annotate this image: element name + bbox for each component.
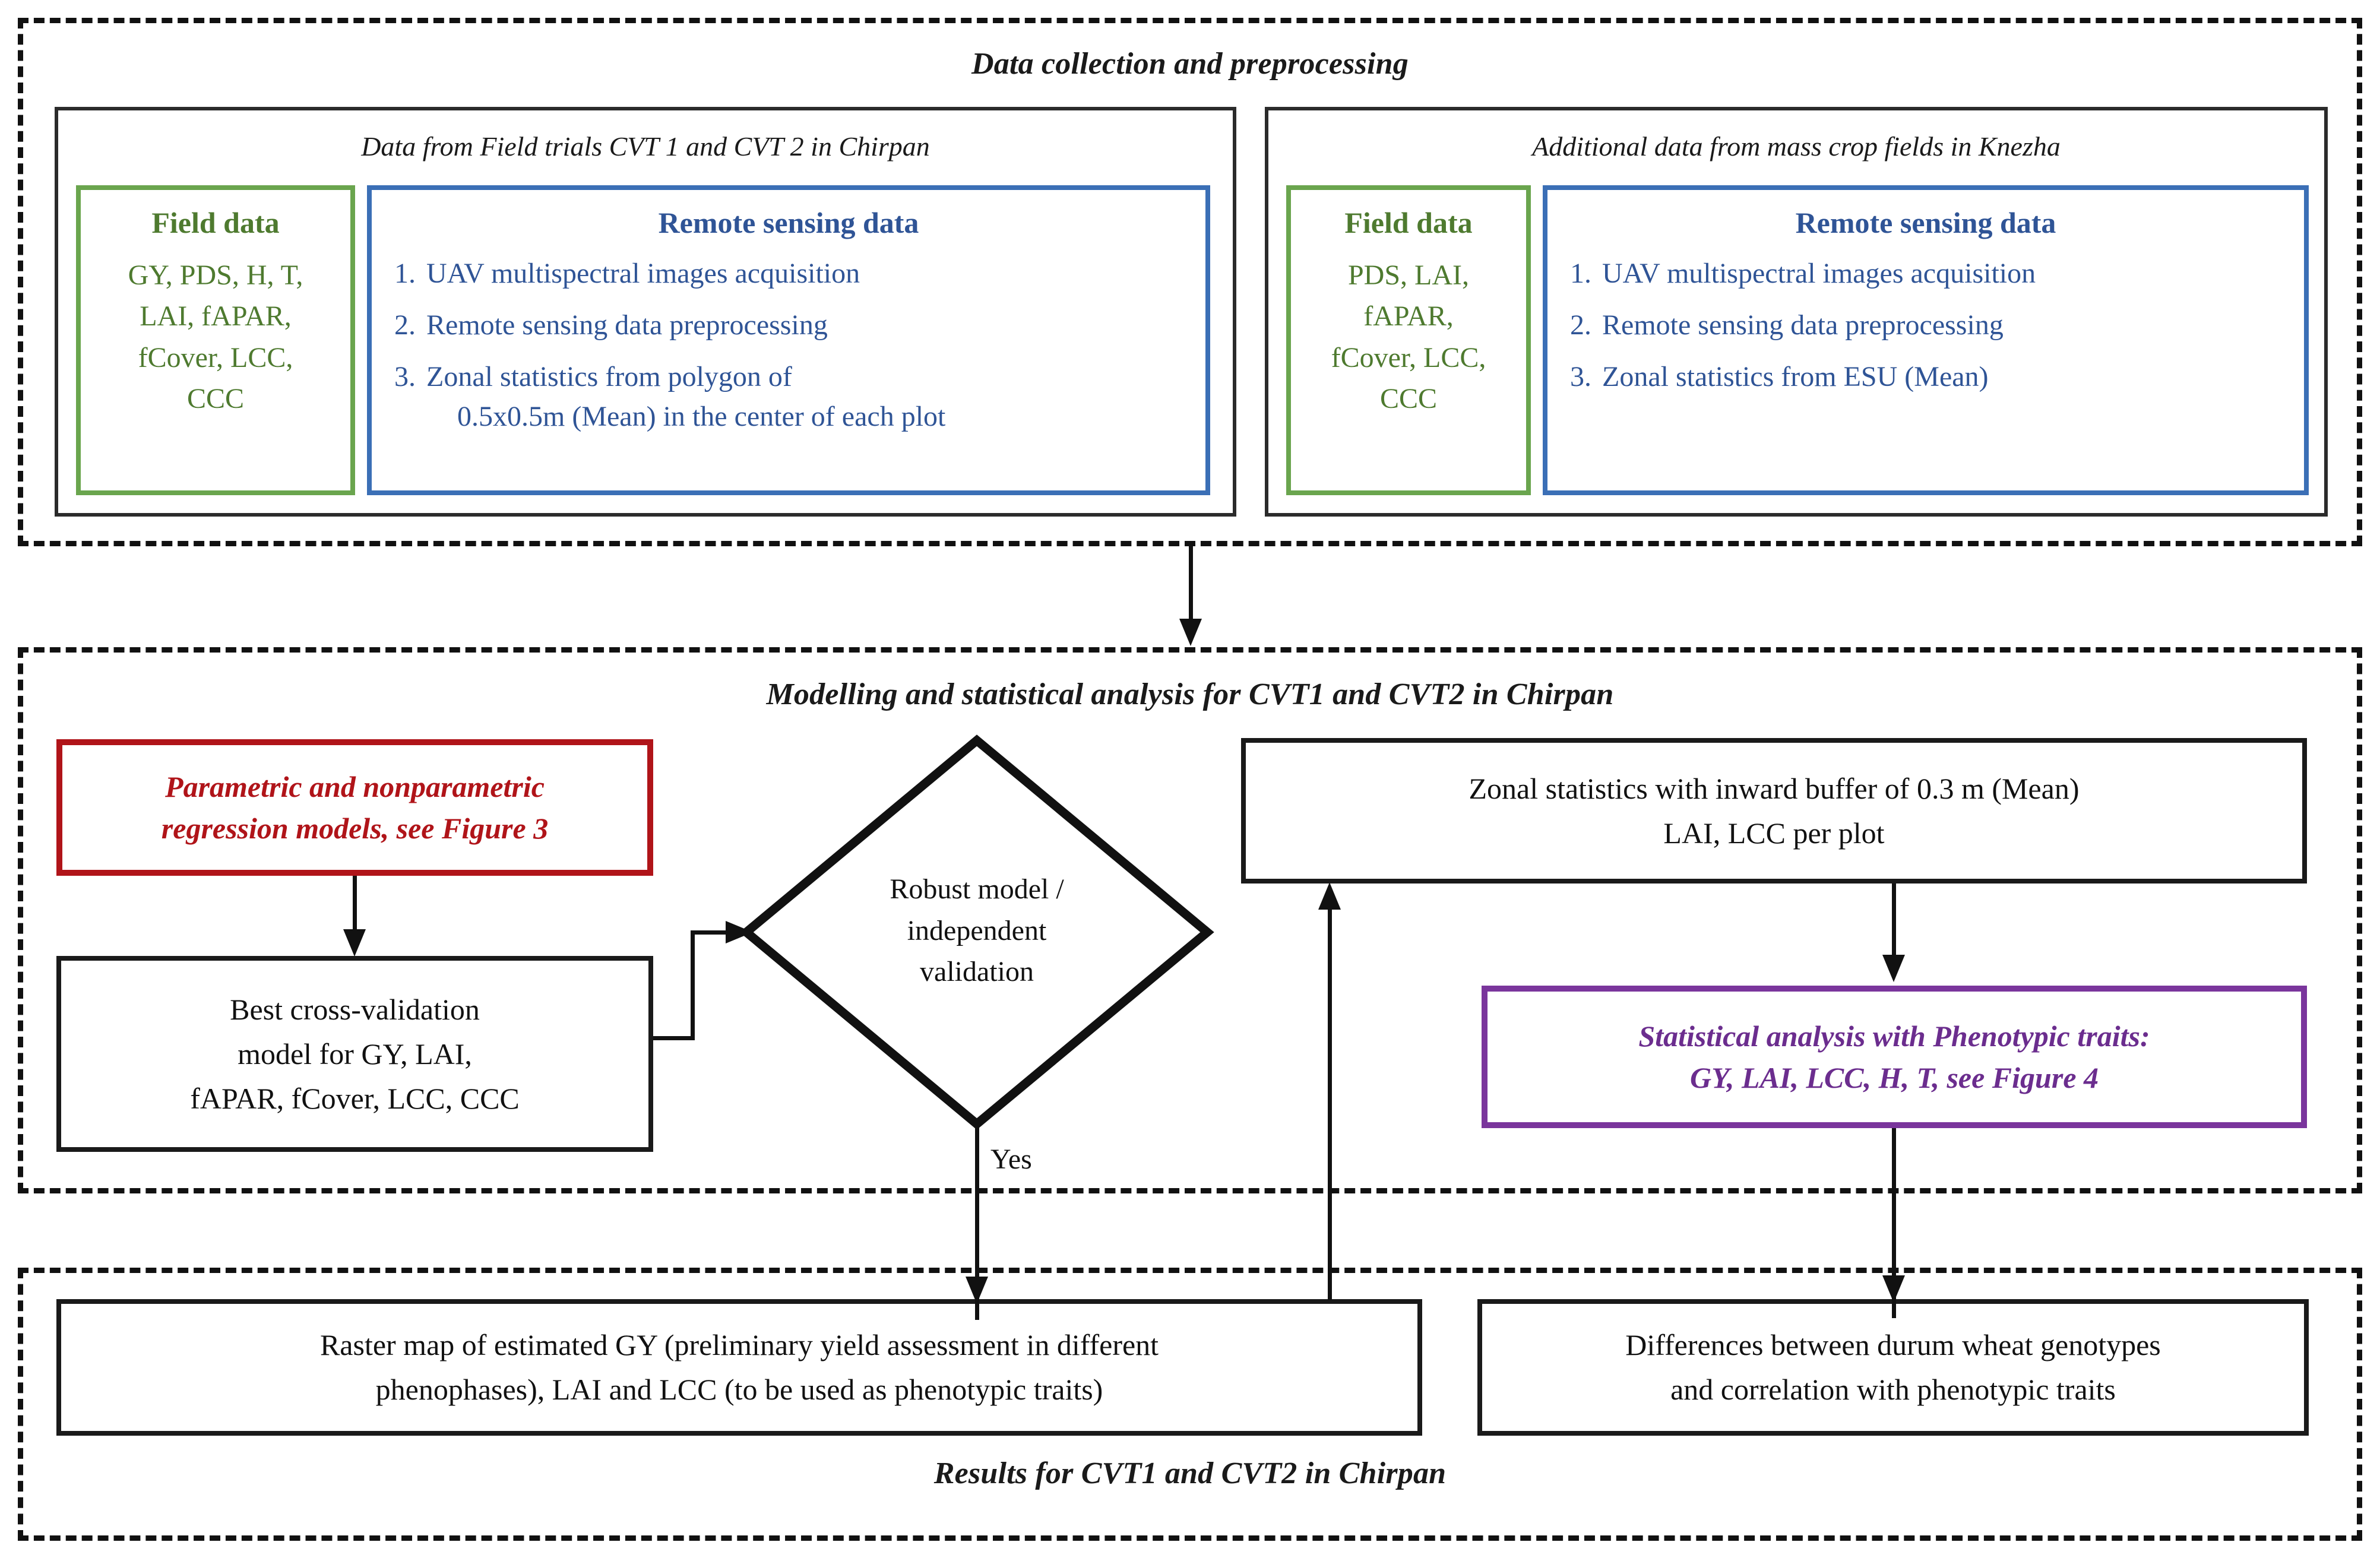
connector-best-model-elbow-h1: [653, 1036, 695, 1040]
list-item: 2.Remote sensing data preprocessing: [394, 309, 828, 341]
edge-label-yes: Yes: [990, 1144, 1032, 1175]
arrowhead-statistical-to-differences: [1882, 1275, 1905, 1303]
chirpan-remote-sensing-list: 1.UAV multispectral images acquisition 2…: [388, 252, 1189, 438]
chirpan-remote-sensing-heading: Remote sensing data: [658, 206, 919, 239]
section-data-collection-title: Data collection and preprocessing: [971, 47, 1409, 81]
connector-statistical-to-differences: [1892, 1128, 1896, 1318]
zonal-statistics-text: Zonal statistics with inward buffer of 0…: [1468, 771, 2080, 850]
raster-map-text: Raster map of estimated GY (preliminary …: [319, 1328, 1159, 1406]
arrowhead-regression-to-best-model: [343, 929, 366, 957]
panel-knezha-title: Additional data from mass crop fields in…: [1532, 131, 2061, 162]
section-results: [18, 1268, 2362, 1541]
connector-diamond-to-results: [975, 1124, 979, 1320]
zonal-statistics-box: Zonal statistics with inward buffer of 0…: [1241, 738, 2307, 884]
connector-zonal-to-statistical: [1892, 884, 1896, 958]
section-data-collection: [18, 18, 2362, 546]
list-item: 1.UAV multispectral images acquisition: [394, 257, 860, 289]
best-model-text: Best cross-validation model for GY, LAI,…: [190, 992, 520, 1115]
section-modelling-title: Modelling and statistical analysis for C…: [766, 677, 1614, 711]
arrowhead-zonal-to-statistical: [1882, 955, 1905, 982]
arrowhead-diamond-to-results: [966, 1277, 988, 1304]
knezha-remote-sensing-list: 1.UAV multispectral images acquisition 2…: [1564, 252, 2287, 398]
list-item: 3.Zonal statistics from polygon of 0.5x0…: [394, 360, 946, 432]
knezha-field-data-list: PDS, LAI, fAPAR, fCover, LCC, CCC: [1331, 259, 1486, 415]
knezha-remote-sensing-box: Remote sensing data 1.UAV multispectral …: [1543, 185, 2309, 495]
connector-regression-to-best-model: [353, 876, 357, 932]
decision-diamond: Robust model / independent validation: [739, 733, 1214, 1131]
connector-raster-to-zonal: [1328, 908, 1332, 1300]
arrowhead-best-model-to-diamond: [726, 921, 753, 943]
connector-section1-to-section2: [1189, 546, 1193, 623]
list-item: 1.UAV multispectral images acquisition: [1570, 257, 2036, 289]
knezha-remote-sensing-heading: Remote sensing data: [1795, 206, 2056, 239]
statistical-analysis-text: Statistical analysis with Phenotypic tra…: [1638, 1019, 2150, 1094]
regression-models-box: Parametric and nonparametric regression …: [56, 739, 653, 876]
arrowhead-section1-to-section2: [1179, 619, 1202, 646]
connector-best-model-elbow-h2: [691, 930, 750, 935]
panel-chirpan-title: Data from Field trials CVT 1 and CVT 2 i…: [361, 131, 930, 162]
regression-models-text: Parametric and nonparametric regression …: [161, 770, 549, 845]
list-item: 3.Zonal statistics from ESU (Mean): [1570, 360, 1989, 392]
knezha-field-data-heading: Field data: [1344, 206, 1473, 239]
knezha-field-data-box: Field data PDS, LAI, fAPAR, fCover, LCC,…: [1286, 185, 1531, 495]
differences-text: Differences between durum wheat genotype…: [1625, 1328, 2161, 1406]
section-modelling: [18, 647, 2362, 1193]
differences-box: Differences between durum wheat genotype…: [1477, 1299, 2309, 1436]
decision-diamond-label: Robust model / independent validation: [890, 873, 1064, 988]
arrowhead-raster-to-zonal: [1318, 882, 1341, 910]
statistical-analysis-box: Statistical analysis with Phenotypic tra…: [1482, 986, 2307, 1128]
chirpan-field-data-heading: Field data: [151, 206, 280, 239]
best-model-box: Best cross-validation model for GY, LAI,…: [56, 956, 653, 1152]
chirpan-field-data-list: GY, PDS, H, T, LAI, fAPAR, fCover, LCC, …: [128, 259, 303, 415]
list-item: 2.Remote sensing data preprocessing: [1570, 309, 2004, 341]
chirpan-remote-sensing-box: Remote sensing data 1.UAV multispectral …: [367, 185, 1210, 495]
raster-map-box: Raster map of estimated GY (preliminary …: [56, 1299, 1422, 1436]
connector-best-model-elbow-v: [691, 932, 695, 1040]
chirpan-field-data-box: Field data GY, PDS, H, T, LAI, fAPAR, fC…: [76, 185, 355, 495]
section-results-title: Results for CVT1 and CVT2 in Chirpan: [933, 1456, 1447, 1490]
